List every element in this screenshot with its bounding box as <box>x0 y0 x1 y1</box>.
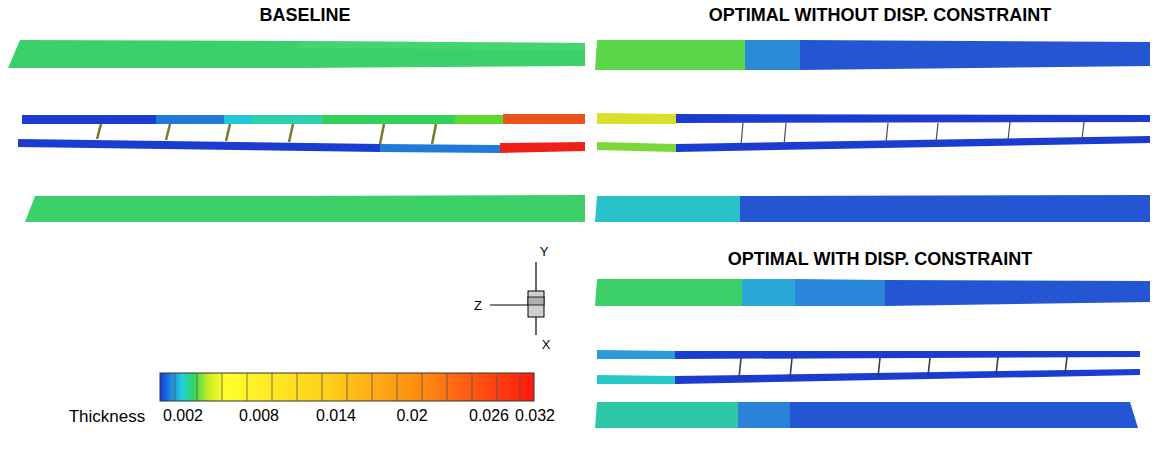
panel-heading: BASELINE <box>259 6 350 24</box>
panel-heading: OPTIMAL WITH DISP. CONSTRAINT <box>728 250 1032 268</box>
axis-label: X <box>542 338 551 351</box>
tick-label: 0.008 <box>239 408 279 424</box>
tick-label: 0.032 <box>515 408 555 424</box>
tick-label: 0.026 <box>469 408 509 424</box>
panel-heading: OPTIMAL WITHOUT DISP. CONSTRAINT <box>709 6 1051 24</box>
colorbar-title: Thickness <box>69 408 146 425</box>
tick-label: 0.002 <box>163 408 203 424</box>
axis-label: Z <box>474 299 482 312</box>
axis-label: Y <box>540 245 549 258</box>
tick-label: 0.02 <box>396 408 427 424</box>
tick-label: 0.014 <box>316 408 356 424</box>
